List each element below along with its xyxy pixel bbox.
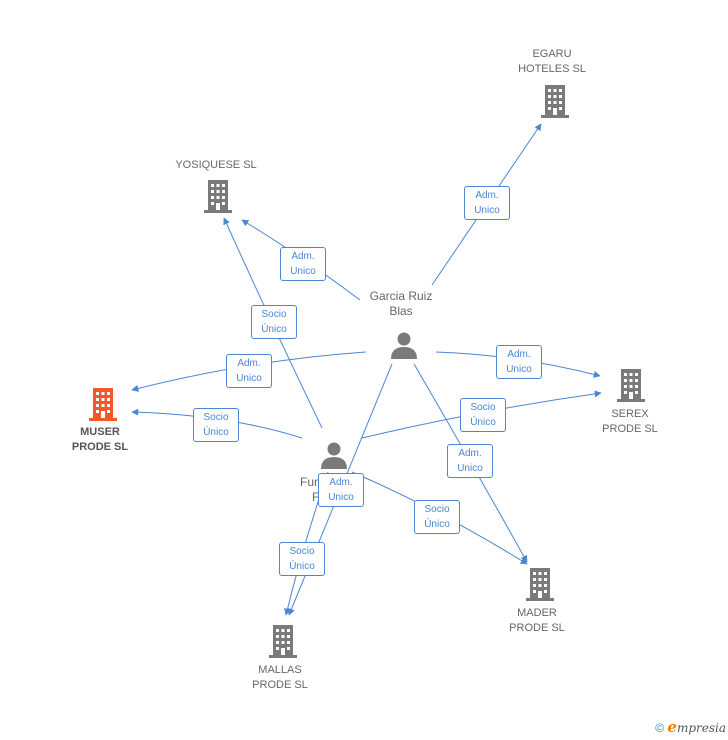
relation-badge: Adm.Unico (318, 473, 364, 507)
relation-badge: Adm.Unico (464, 186, 510, 220)
person-label-fur[interactable]: Fur F (300, 475, 320, 504)
person-label-garcia[interactable]: Garcia Ruiz Blas (369, 289, 433, 318)
copyright-symbol: © (655, 721, 665, 735)
company-label-serex[interactable]: SEREX PRODE SL (602, 408, 658, 435)
relation-badge: Adm.Unico (496, 345, 542, 379)
person-icon[interactable] (319, 440, 349, 470)
relation-badge: Adm.Unico (447, 444, 493, 478)
company-label-mader[interactable]: MADER PRODE SL (509, 607, 565, 634)
person-icon[interactable] (389, 330, 419, 360)
building-icon[interactable] (203, 179, 233, 213)
brand-logo: empresia (667, 718, 726, 736)
building-icon[interactable] (88, 387, 118, 421)
relation-badge: Adm.Unico (280, 247, 326, 281)
building-icon[interactable] (268, 624, 298, 658)
building-icon[interactable] (525, 567, 555, 601)
company-label-muser[interactable]: MUSER PRODE SL (71, 426, 129, 453)
company-label-mallas[interactable]: MALLAS PRODE SL (252, 664, 308, 691)
company-label-yosiquese[interactable]: YOSIQUESE SL (175, 159, 257, 171)
company-label-egaru[interactable]: EGARU HOTELES SL (518, 48, 586, 75)
building-icon[interactable] (540, 84, 570, 118)
building-icon[interactable] (616, 368, 646, 402)
brand-footer: © empresia (655, 718, 726, 736)
relation-badge: Adm.Unico (226, 354, 272, 388)
